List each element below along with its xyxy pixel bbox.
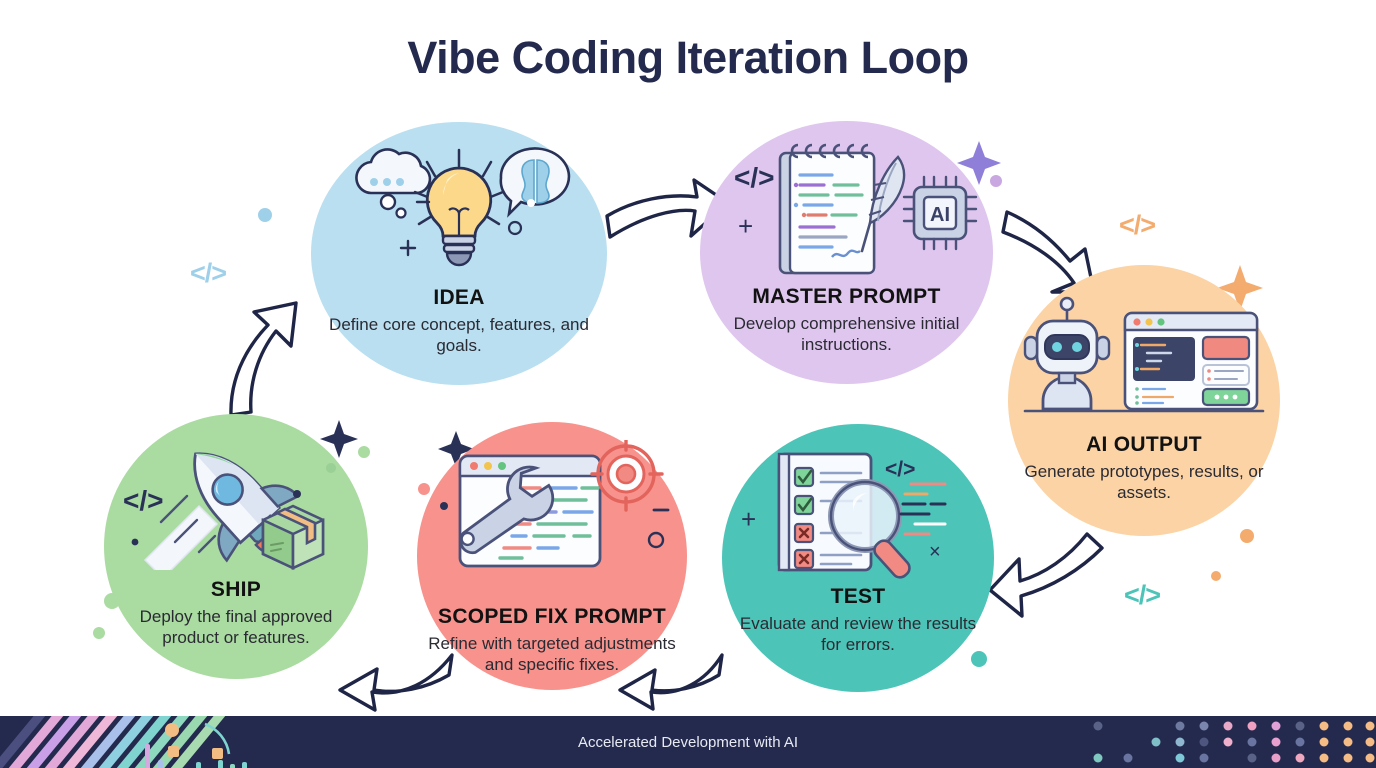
node-ai-artwork xyxy=(1008,289,1280,434)
page-title: Vibe Coding Iteration Loop xyxy=(407,32,969,83)
footer-caption: Accelerated Development with AI xyxy=(577,733,799,751)
node-idea[interactable]: IDEA Define core concept, features, and … xyxy=(311,122,607,385)
node-test-artwork: </> + × xyxy=(722,446,994,586)
footer-bar: Accelerated Development with AI xyxy=(0,716,1376,768)
node-ai-output[interactable]: AI OUTPUT Generate prototypes, results, … xyxy=(1008,265,1280,536)
svg-text:+: + xyxy=(738,211,753,241)
node-ship-artwork: </> xyxy=(104,430,368,570)
node-idea-artwork xyxy=(311,140,607,290)
node-scoped-artwork xyxy=(417,440,687,578)
node-ai-desc: Generate prototypes, results, or assets. xyxy=(1024,461,1264,503)
svg-text:+: + xyxy=(741,504,756,534)
svg-text:AI: AI xyxy=(930,204,950,226)
node-master-desc: Develop comprehensive initial instructio… xyxy=(733,313,960,355)
node-ship-title: SHIP xyxy=(210,578,262,602)
node-test-desc: Evaluate and review the results for erro… xyxy=(739,613,977,655)
svg-text:×: × xyxy=(929,541,941,563)
footer-dot-pattern xyxy=(1093,721,1375,763)
node-master-artwork: AI </> + xyxy=(700,135,993,285)
node-master-prompt[interactable]: AI </> + MASTER PROMPT Develop comprehen xyxy=(700,121,993,384)
arrow-ai-to-test xyxy=(988,532,1104,618)
svg-text:</>: </> xyxy=(885,458,915,481)
arrow-test-to-scoped xyxy=(618,653,724,711)
node-test-title: TEST xyxy=(830,585,886,609)
node-scoped-fix-prompt[interactable]: SCOPED FIX PROMPT Refine with targeted a… xyxy=(417,422,687,690)
node-idea-desc: Define core concept, features, and goals… xyxy=(329,314,589,356)
node-scoped-desc: Refine with targeted adjustments and spe… xyxy=(428,633,676,675)
node-ship-desc: Deploy the final approved product or fea… xyxy=(139,606,333,648)
footer-stripe-pattern xyxy=(0,716,247,768)
node-master-title: MASTER PROMPT xyxy=(752,285,941,309)
node-scoped-title: SCOPED FIX PROMPT xyxy=(438,605,666,629)
arrow-scoped-to-ship xyxy=(338,653,454,712)
svg-text:</>: </> xyxy=(734,162,774,193)
arrow-ship-to-idea xyxy=(229,301,298,417)
svg-text:</>: </> xyxy=(123,485,163,516)
node-ship[interactable]: </> SHIP Deploy the final approved produ… xyxy=(104,414,368,679)
node-idea-title: IDEA xyxy=(433,286,485,310)
node-test[interactable]: </> + × TEST Evaluate and review the res… xyxy=(722,424,994,692)
node-ai-title: AI OUTPUT xyxy=(1086,433,1202,457)
